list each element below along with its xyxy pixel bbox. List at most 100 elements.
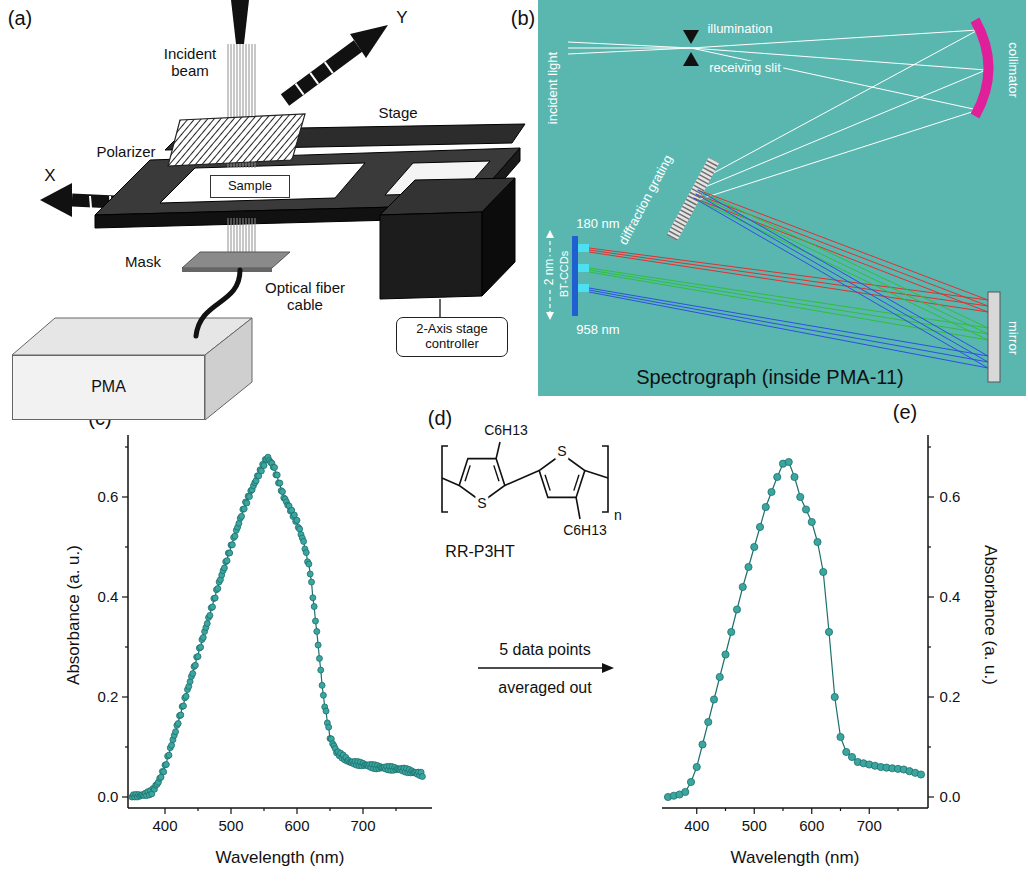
beam-ray — [240, 218, 241, 254]
tick-label: 400 — [152, 818, 177, 835]
data-point — [307, 571, 313, 577]
pma-side — [205, 318, 252, 420]
range-label: 180 nm — [574, 217, 621, 231]
part-label: mirror — [1006, 319, 1020, 357]
data-point — [311, 604, 317, 610]
atom-label: S — [555, 444, 568, 459]
tick-label: 0.2 — [940, 689, 961, 706]
data-point — [306, 561, 312, 567]
data-point — [246, 494, 252, 500]
axis-tick — [362, 808, 363, 814]
beam-ray — [255, 218, 256, 254]
part-label: Stage — [378, 105, 417, 122]
data-point — [791, 473, 798, 480]
arrow-stripe — [90, 196, 91, 208]
axis-tick — [782, 808, 783, 811]
data-point — [751, 543, 758, 550]
axis-line — [662, 807, 928, 809]
data-point — [837, 733, 844, 740]
y-arrow-head — [350, 25, 388, 58]
controller-lead — [439, 299, 441, 318]
part-label: Optical fiber cable — [257, 280, 353, 313]
data-point — [309, 579, 315, 585]
axis-tick — [840, 808, 841, 811]
data-point — [173, 729, 179, 735]
axis-tick — [296, 808, 297, 814]
panel-letter: (d) — [428, 407, 452, 429]
data-point — [241, 506, 247, 512]
part-label: BT-CCDs — [558, 249, 570, 299]
part-label: Polarizer — [96, 144, 155, 161]
tick-label: 0.6 — [940, 489, 961, 506]
node-text: PMA — [91, 378, 126, 396]
data-point — [261, 463, 267, 469]
data-point — [848, 753, 855, 760]
data-point — [699, 741, 706, 748]
axis-tick — [869, 808, 870, 814]
slit-blade — [683, 52, 699, 66]
data-point — [166, 752, 172, 758]
axis-tick — [122, 496, 128, 497]
panel-caption: Spectrograph (inside PMA-11) — [634, 366, 906, 388]
tick-label: 0.4 — [98, 589, 119, 606]
chemical-group: C6H13 — [484, 423, 528, 438]
data-point — [180, 703, 186, 709]
dispersed-ray — [698, 190, 988, 328]
data-point — [221, 565, 227, 571]
y-arrow-shaft — [285, 46, 358, 100]
beam-ray — [228, 218, 229, 254]
part-label: Mask — [125, 254, 161, 271]
axis-tick — [928, 796, 934, 797]
double-bond — [545, 475, 550, 491]
data-point — [215, 585, 221, 591]
dispersed-ray — [696, 194, 988, 334]
data-point — [797, 493, 804, 500]
axis-tick — [164, 808, 165, 814]
data-point — [204, 621, 210, 627]
panel-letter: (e) — [893, 401, 917, 423]
spectrograph-ground — [538, 0, 1026, 396]
light-ray — [568, 48, 691, 49]
controller-box: 2-Axis stage controller — [396, 317, 508, 357]
raw-spectrum-points — [129, 454, 425, 800]
data-point — [728, 628, 735, 635]
data-point — [297, 526, 303, 532]
thiophene-ring — [539, 454, 585, 497]
ccd-pixel — [578, 284, 589, 292]
axis-tick — [125, 646, 128, 647]
light-ray — [568, 48, 691, 54]
ccd-pixel — [578, 264, 589, 272]
process-arrow — [478, 667, 604, 669]
beam-ray — [231, 218, 232, 254]
axis-tick — [754, 808, 755, 814]
beam-source — [231, 0, 249, 44]
axis-tick — [230, 808, 231, 814]
range-label: 958 nm — [574, 323, 621, 337]
data-point — [227, 550, 233, 556]
tick-label: 500 — [218, 818, 243, 835]
data-point — [301, 538, 307, 544]
bracket — [602, 446, 608, 512]
range-arrow-head — [546, 230, 554, 238]
x-arrow-head — [40, 183, 72, 217]
light-ray — [691, 48, 978, 110]
compound-name: RR-P3HT — [445, 543, 514, 561]
axis-tick — [811, 808, 812, 814]
axis-tick — [928, 496, 934, 497]
slit-blade — [683, 30, 699, 44]
axis-title: Wavelength (nm) — [216, 849, 345, 868]
axis-tick — [928, 746, 931, 747]
data-point — [312, 618, 318, 624]
double-bond — [494, 465, 499, 481]
light-ray — [698, 70, 986, 190]
dispersed-ray — [696, 194, 988, 362]
dispersed-ray — [589, 292, 988, 368]
data-point — [163, 761, 169, 767]
data-point — [756, 523, 763, 530]
data-point — [183, 693, 189, 699]
axis-tick — [897, 808, 898, 811]
data-point — [768, 488, 775, 495]
data-point — [319, 682, 325, 688]
repeat-index: n — [614, 508, 622, 523]
